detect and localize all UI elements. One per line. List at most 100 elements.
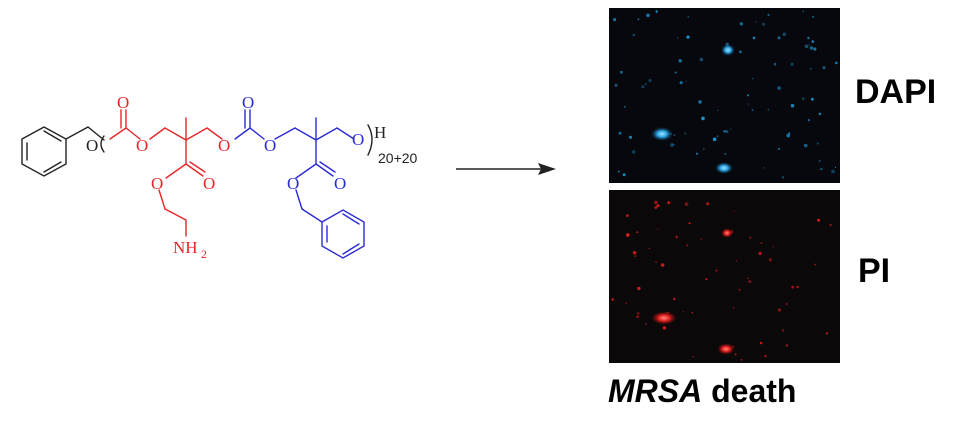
fluorescence-speck [746, 94, 750, 97]
fluorescence-speck [655, 10, 658, 13]
fluorescence-speck [811, 97, 814, 101]
fluorescence-speck [807, 119, 811, 122]
fluorescence-speck [631, 150, 636, 154]
fluorescence-speck [755, 21, 757, 23]
atom-o-blue-right: O [264, 136, 276, 155]
fluorescence-speck [705, 278, 708, 281]
fluorescence-speck [790, 62, 794, 66]
fluorescence-speck [699, 57, 704, 62]
fluorescence-speck [813, 47, 817, 51]
fluorescence-speck [767, 108, 770, 111]
fluorescence-speck [684, 132, 686, 135]
fluorescence-speck [656, 204, 660, 208]
fluorescence-speck [691, 311, 694, 314]
fluorescence-speck [686, 244, 689, 247]
fluorescence-speck [625, 302, 628, 305]
fluorescence-speck [809, 46, 814, 50]
fluorescence-speck [682, 310, 685, 313]
fluorescence-speck [685, 80, 687, 83]
fluorescence-speck [637, 286, 641, 291]
figure-caption: MRSA death [608, 373, 848, 410]
atom-labels: O O O O O O O O O O O H NH 2 20+20 [86, 93, 418, 261]
fluorescence-speck [773, 62, 777, 66]
fluorescence-speck [625, 233, 630, 237]
fluorescence-speck [673, 134, 676, 136]
dapi-cluster [651, 127, 673, 141]
fluorescence-speck [777, 147, 781, 150]
fluorescence-speck [632, 33, 636, 37]
fluorescence-speck [688, 222, 691, 225]
fluorescence-speck [648, 79, 652, 83]
pi-cluster [651, 311, 677, 325]
fluorescence-speck [751, 109, 754, 112]
fluorescence-speck [758, 251, 762, 256]
fluorescence-speck [772, 245, 775, 248]
fluorescence-speck [611, 298, 614, 301]
atom-o-blue-carbonyl: O [334, 174, 346, 193]
fluorescence-speck [730, 128, 732, 130]
fluorescence-speck [674, 71, 677, 74]
fluorescence-speck [808, 44, 810, 46]
fluorescence-speck [686, 35, 690, 39]
fluorescence-speck [825, 332, 828, 335]
fluorescence-speck [636, 315, 639, 318]
fluorescence-speck [712, 137, 717, 142]
fluorescence-speck [655, 261, 658, 263]
atom-o-black: O [86, 136, 98, 155]
fluorescence-speck [817, 218, 821, 222]
fluorescence-speck [703, 148, 705, 150]
caption-organism: MRSA [608, 373, 703, 409]
fluorescence-speck [676, 37, 679, 39]
fluorescence-speck [698, 100, 702, 104]
fluorescence-speck [679, 81, 683, 85]
benzene-ring-left [21, 126, 105, 177]
fluorescence-speck [738, 288, 741, 291]
dapi-panel [609, 8, 840, 183]
fluorescence-speck [760, 242, 763, 244]
fluorescence-speck [628, 135, 633, 139]
fluorescence-speck [781, 329, 785, 332]
fluorescence-speck [724, 152, 727, 155]
pi-panel [609, 190, 840, 363]
fluorescence-speck [835, 61, 838, 65]
fluorescence-speck [803, 143, 808, 148]
reaction-arrow [456, 163, 556, 175]
fluorescence-speck [831, 169, 835, 174]
fluorescence-speck [684, 202, 689, 207]
atom-h-end: H [374, 123, 386, 142]
fluorescence-speck [807, 36, 810, 40]
fluorescence-speck [654, 200, 658, 205]
fluorescence-speck [752, 36, 756, 40]
fluorescence-speck [735, 260, 737, 262]
fluorescence-speck [620, 70, 623, 74]
fluorescence-speck [777, 308, 782, 312]
fluorescence-speck [725, 130, 729, 134]
fluorescence-speck [786, 133, 790, 138]
fluorescence-speck [648, 247, 651, 250]
fluorescence-speck [716, 135, 719, 138]
fluorescence-speck [802, 10, 805, 13]
fluorescence-speck [781, 176, 785, 179]
fluorescence-speck [687, 15, 690, 18]
fluorescence-speck [747, 103, 750, 105]
fluorescence-speck [804, 44, 809, 49]
fluorescence-speck [706, 202, 709, 206]
atom-o-terminal: O [352, 130, 364, 149]
fluorescence-speck [673, 297, 676, 301]
fluorescence-speck [614, 83, 618, 87]
fluorescence-speck [812, 15, 815, 18]
fluorescence-speck [816, 142, 819, 145]
fluorescence-speck [777, 36, 781, 40]
fluorescence-speck [763, 167, 765, 169]
repeat-count: 20+20 [378, 150, 418, 166]
fluorescence-speck [701, 116, 705, 121]
fluorescence-speck [634, 255, 637, 257]
fluorescence-speck [636, 231, 639, 234]
pi-cluster [717, 343, 735, 355]
fluorescence-speck [748, 280, 752, 283]
dapi-label: DAPI [855, 73, 936, 111]
fluorescence-speck [739, 22, 743, 26]
fluorescence-speck [678, 59, 682, 63]
fluorescence-speck [829, 223, 832, 227]
fluorescence-speck [746, 277, 749, 280]
